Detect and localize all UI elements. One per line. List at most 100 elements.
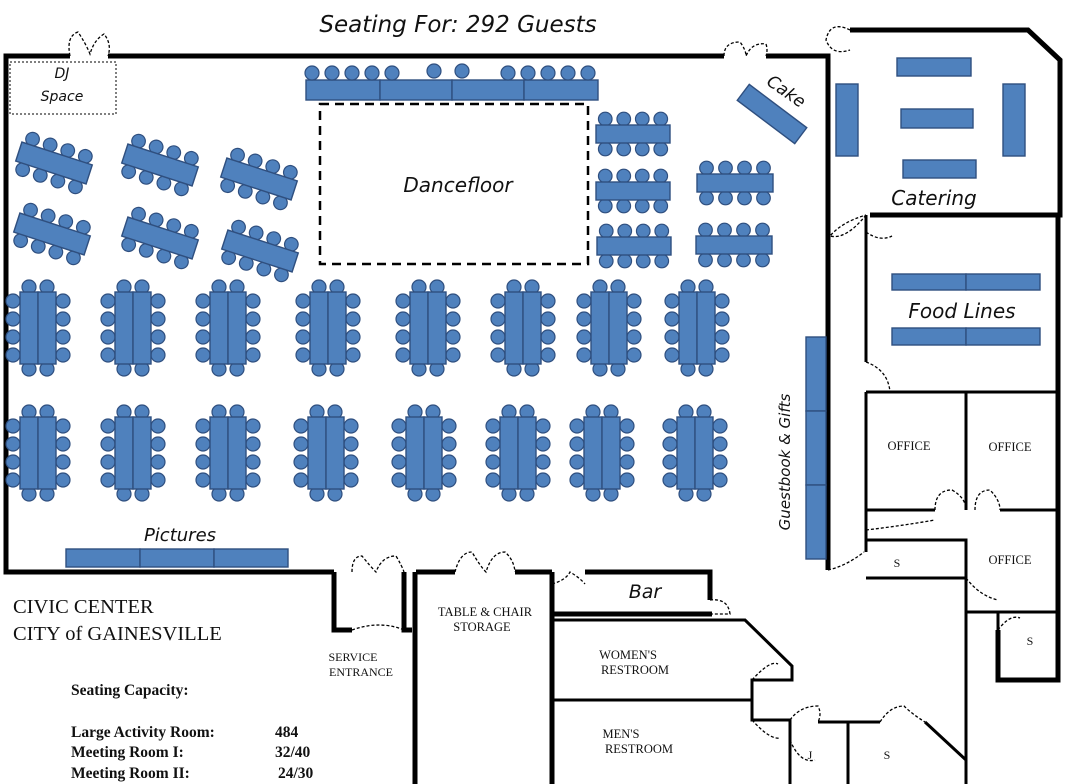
chair	[150, 329, 166, 345]
chair	[597, 111, 613, 127]
table-top	[209, 291, 229, 365]
chair	[616, 141, 632, 157]
chair	[395, 347, 411, 363]
storage-label-line2: STORAGE	[453, 620, 511, 634]
dj-label-line2: Space	[41, 89, 84, 105]
chair	[295, 311, 311, 327]
guest-table	[576, 279, 642, 377]
chair	[150, 293, 166, 309]
chair	[598, 253, 614, 269]
chair	[698, 222, 713, 238]
chair	[737, 190, 752, 206]
chair	[597, 141, 613, 157]
chair	[597, 168, 613, 184]
chair	[755, 252, 770, 268]
pictures-tables	[65, 548, 289, 568]
chair	[576, 329, 592, 345]
chair	[617, 253, 633, 269]
chair	[712, 472, 728, 488]
chair	[569, 454, 585, 470]
angled-guest-table	[12, 202, 92, 266]
chair	[293, 418, 309, 434]
guest-table	[696, 160, 774, 206]
chair	[654, 253, 670, 269]
mens-label-line1: MEN'S	[603, 727, 640, 741]
guest-table	[100, 279, 166, 377]
chair	[717, 252, 732, 268]
door-swings	[68, 26, 1021, 762]
chair	[150, 418, 166, 434]
chair	[626, 311, 642, 327]
table-top	[517, 416, 537, 490]
chair	[699, 190, 714, 206]
chair	[55, 436, 71, 452]
table-top	[676, 416, 696, 490]
chair	[712, 454, 728, 470]
chair	[55, 454, 71, 470]
chair	[576, 311, 592, 327]
chair	[5, 311, 21, 327]
chair	[5, 436, 21, 452]
service-label-line2: ENTRANCE	[329, 665, 393, 679]
chair	[535, 418, 551, 434]
service-label-line1: SERVICE	[328, 650, 377, 664]
chair	[569, 418, 585, 434]
chair	[150, 454, 166, 470]
chair	[395, 311, 411, 327]
table-top	[19, 416, 39, 490]
table-top	[405, 416, 425, 490]
table-top	[132, 291, 152, 365]
angled-guest-table	[14, 131, 94, 195]
chair	[100, 329, 116, 345]
angled-guest-table	[120, 206, 200, 270]
chair	[712, 418, 728, 434]
chair	[662, 454, 678, 470]
table-top	[522, 291, 542, 365]
dj-label-line1: DJ	[55, 66, 70, 82]
chair	[576, 293, 592, 309]
chair	[5, 454, 21, 470]
chair	[619, 436, 635, 452]
chair	[245, 418, 261, 434]
chair	[597, 198, 613, 214]
chair	[699, 160, 714, 176]
chair	[569, 472, 585, 488]
chair	[445, 329, 461, 345]
chair	[664, 329, 680, 345]
guest-table	[293, 404, 359, 502]
capacity-row-value: 484	[275, 724, 299, 741]
table-top	[227, 291, 247, 365]
angled-guest-table	[219, 147, 299, 211]
table-top	[12, 212, 92, 256]
chair	[653, 168, 669, 184]
guest-table	[490, 279, 556, 377]
chair	[5, 347, 21, 363]
chair	[55, 311, 71, 327]
chair	[100, 347, 116, 363]
guest-table	[5, 279, 71, 377]
chair	[490, 347, 506, 363]
chair	[55, 347, 71, 363]
chair	[654, 223, 670, 239]
womens-label-line2: RESTROOM	[601, 663, 669, 677]
chair	[391, 472, 407, 488]
table-top	[694, 416, 714, 490]
guest-table	[595, 111, 671, 157]
guest-table	[195, 279, 261, 377]
chair	[345, 293, 361, 309]
guest-table	[596, 223, 672, 269]
chair	[100, 436, 116, 452]
chair	[664, 347, 680, 363]
table-top	[37, 291, 57, 365]
chair	[717, 222, 732, 238]
chair	[345, 329, 361, 345]
venue-name-line1: CIVIC CENTER	[13, 596, 154, 618]
chair	[195, 418, 211, 434]
chair	[343, 418, 359, 434]
table-top	[120, 216, 200, 260]
chair	[540, 293, 556, 309]
chair	[718, 190, 733, 206]
dancefloor-area	[318, 102, 590, 266]
table-top	[583, 416, 603, 490]
